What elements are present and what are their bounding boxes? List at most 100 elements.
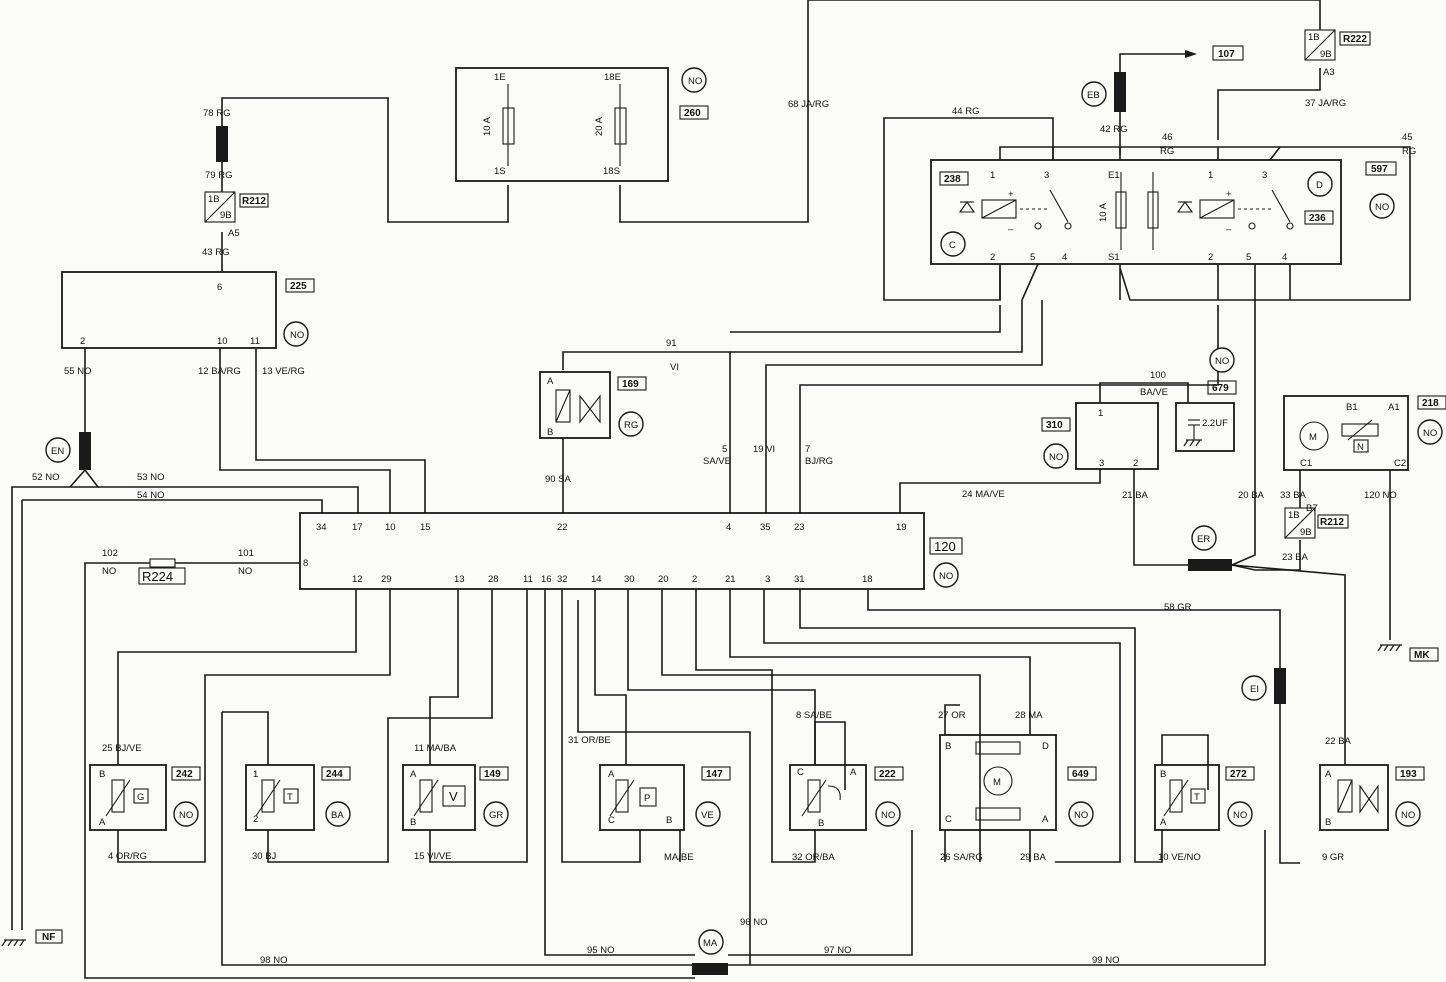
pin-label: A (850, 767, 857, 778)
wire-label: 45 (1402, 132, 1413, 143)
pin-label: A (1160, 817, 1167, 828)
pin-label: 6 (217, 282, 222, 293)
pin-label: 1S (494, 166, 506, 177)
zone-label: VE (701, 810, 714, 821)
pin-label: 3 (1044, 170, 1049, 181)
pin-label: 28 (488, 574, 499, 585)
pin-label: 1B (208, 194, 220, 205)
component-ref: 169 (622, 379, 639, 390)
wires-225: 55 NO 12 BA/RG 13 VE/RG 52 NO 53 NO 54 N… (1, 348, 426, 947)
junction-label: ER (1197, 534, 1210, 545)
motor-symbol: M (1309, 432, 1317, 443)
component-ref: 597 (1371, 164, 1388, 175)
pin-label: 2 (1133, 458, 1138, 469)
wire-label: 23 BA (1282, 552, 1309, 563)
component-120-body (299, 512, 925, 590)
fuse-rating: 10 A (482, 116, 493, 136)
pin-label: 5 (1246, 252, 1251, 263)
pin-label: A3 (1323, 67, 1335, 78)
zone-label: RG (624, 420, 638, 431)
pin-label: 34 (316, 522, 327, 533)
component-ref: 120 (934, 539, 956, 554)
wire-label: 98 NO (260, 955, 287, 966)
pin-label: 3 (1262, 170, 1267, 181)
pin-label: 1 (253, 769, 258, 780)
wires-top (221, 0, 1411, 301)
component-193-body (1319, 764, 1389, 831)
sensor-symbol: T (287, 792, 293, 803)
wire-label: 22 BA (1325, 736, 1352, 747)
pin-label: 3 (765, 574, 770, 585)
component-310-body (1075, 402, 1159, 470)
wire-label: 4 OR/RG (108, 851, 147, 862)
pin-label: 4 (726, 522, 731, 533)
sensor-symbol: G (137, 792, 144, 803)
wire-label: NO (238, 566, 252, 577)
pin-label: C1 (1300, 458, 1312, 469)
wire-label: 8 SA/BE (796, 710, 832, 721)
component-218: M N B1 A1 C1 C2 218 NO (1283, 395, 1446, 471)
component-679: 2.2UF 679 NO (1175, 347, 1237, 452)
wire-label: 32 OR/BA (792, 852, 835, 863)
wire-label: 29 BA (1020, 852, 1047, 863)
pin-label: C2 (1394, 458, 1406, 469)
pin-label: 18 (862, 574, 873, 585)
pin-label: B (547, 427, 553, 438)
pin-label: 4 (1282, 252, 1287, 263)
pin-label: 2 (692, 574, 697, 585)
wires-right: ER 1B 9B R212 B7 EI MK 24 MA/VE 21 BA 20… (867, 300, 1439, 864)
r212-upper: 78 RG 79 RG 1B 9B R212 A5 43 RG (202, 108, 269, 258)
component-272-body (1154, 764, 1220, 831)
wire-label: 26 SA/RG (940, 852, 983, 863)
pin-label: C (608, 815, 615, 826)
pin-label: 10 (217, 336, 228, 347)
wire-label: 91 (666, 338, 677, 349)
wire-label: 19 VI (753, 444, 775, 455)
wire-label: 90 SA (545, 474, 572, 485)
component-169-body (539, 371, 611, 439)
component-120: 34 17 10 15 22 4 35 23 19 8 12 29 13 28 … (299, 512, 963, 590)
wire-label: 97 NO (824, 945, 851, 956)
junction-label: EB (1087, 90, 1100, 101)
pin-label: 9B (220, 210, 232, 221)
zone-label: NO (1215, 356, 1229, 367)
pin-label: B (410, 817, 416, 828)
pin-label: A (1325, 769, 1332, 780)
pin-label: 1 (1208, 170, 1213, 181)
wire-label: 43 RG (202, 247, 229, 258)
component-260-body (455, 67, 669, 182)
wire-label: 58 GR (1164, 602, 1192, 613)
component-ref: R212 (1320, 517, 1344, 528)
wire-label: 99 NO (1092, 955, 1119, 966)
wire-label: BJ/RG (805, 456, 833, 467)
wire-label: 24 MA/VE (962, 489, 1005, 500)
pin-label: 5 (1030, 252, 1035, 263)
component-ref: 242 (176, 769, 193, 780)
polarity: + (1008, 189, 1014, 200)
component-169: A B 169 RG 91 VI 90 SA 5 SA/VE 19 VI 7 B… (539, 300, 1219, 513)
wire-label: 102 (102, 548, 118, 559)
component-272: T B A 272 NO 10 VE/NO (1154, 764, 1255, 863)
zone-label: NO (1375, 202, 1389, 213)
component-649-body (939, 734, 1057, 831)
wire-label: 46 (1162, 132, 1173, 143)
capacitor-value: 2.2UF (1202, 418, 1228, 429)
pin-label: B (1325, 817, 1331, 828)
wire-label: 68 JA/RG (788, 99, 829, 110)
zone-label: NO (290, 330, 304, 341)
r224-link: R224 102 NO 101 NO (84, 548, 695, 979)
component-ref: 679 (1212, 383, 1229, 394)
wire-label: 27 OR (938, 710, 966, 721)
wire-label: 120 NO (1364, 490, 1397, 501)
component-ref: R212 (242, 196, 266, 207)
pin-label: 15 (420, 522, 431, 533)
component-147: P A C B 147 VE 31 OR/BE MA/BE (568, 735, 731, 863)
pin-label: A (547, 376, 554, 387)
component-ref: R224 (142, 569, 173, 584)
reference-tag: 107 (1218, 49, 1235, 60)
wire-label: 11 MA/BA (414, 743, 457, 754)
pin-label: E1 (1108, 170, 1120, 181)
pin-label: 9B (1320, 49, 1332, 60)
pin-label: A (99, 817, 106, 828)
pin-label: 3 (1099, 458, 1104, 469)
